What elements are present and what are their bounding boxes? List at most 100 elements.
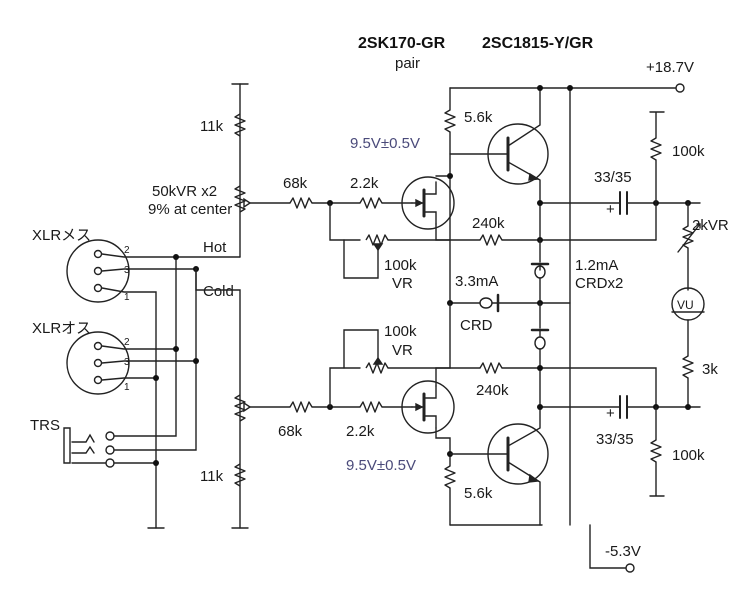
vr-50k-bottom-wiper xyxy=(243,401,252,413)
vr-100k-top-label1: 100k xyxy=(384,257,417,274)
resistor-100k-bottom xyxy=(650,439,662,463)
crd-label: CRD xyxy=(460,317,493,334)
r-2k2-top-label: 2.2k xyxy=(350,175,379,192)
bjt-bottom xyxy=(487,367,549,526)
resistor-2k2-top xyxy=(359,197,383,209)
resistor-2k2-bottom xyxy=(359,401,383,413)
vr-2k-label: 2kVR xyxy=(692,217,729,234)
resistor-68k-bottom xyxy=(289,401,313,413)
positive-rail-label: +18.7V xyxy=(646,59,694,76)
r-11k-top-label: 11k xyxy=(200,118,224,135)
r-100k-bottom-label: 100k xyxy=(672,447,705,464)
v-top-label: 9.5V±0.5V xyxy=(350,135,420,152)
r-11k-bottom-label: 11k xyxy=(200,468,224,485)
wire xyxy=(329,202,361,241)
positive-rail xyxy=(449,83,685,93)
r-5k6-bottom-label: 5.6k xyxy=(464,485,493,502)
vu-meter: VU xyxy=(671,287,705,321)
resistor-11k-top xyxy=(234,113,246,137)
junction xyxy=(173,254,179,260)
crd2-label: CRDx2 xyxy=(575,275,623,292)
xlr-m-pin1: 1 xyxy=(124,382,130,393)
fet-part-label: 2SK170-GR xyxy=(358,35,446,52)
bjt-part-label: 2SC1815-Y/GR xyxy=(482,35,594,52)
fet-bottom xyxy=(401,380,455,434)
resistor-3k xyxy=(682,355,694,379)
wire xyxy=(649,111,665,139)
cap-bottom-plus: + xyxy=(606,405,615,422)
r-3k-label: 3k xyxy=(702,361,718,378)
wire xyxy=(501,367,657,408)
resistor-5k6-top xyxy=(444,109,456,133)
xlr-female-connector xyxy=(66,239,241,529)
vr-100k-top-wiper xyxy=(372,243,384,252)
negative-rail-label: -5.3V xyxy=(605,543,641,560)
vr-50k-top xyxy=(234,185,246,213)
xlr-male-label: XLRオス xyxy=(32,320,91,337)
crd-bottom xyxy=(530,302,550,369)
vr-100k-top-link xyxy=(343,239,379,279)
capacitor-bottom xyxy=(619,395,628,419)
junction xyxy=(567,85,573,91)
junction xyxy=(537,365,543,371)
trs-jack xyxy=(63,256,197,468)
cold-divider-wire xyxy=(195,268,241,529)
vr-50k-label1: 50kVR x2 xyxy=(152,183,217,200)
vr-50k-top-wiper xyxy=(243,197,252,209)
cap-top-plus: + xyxy=(606,201,615,218)
r-240k-bottom-label: 240k xyxy=(476,382,509,399)
pair-note: pair xyxy=(395,55,420,72)
xlr-m-pin2: 2 xyxy=(124,337,130,348)
vr-100k-bottom-wiper xyxy=(372,356,384,365)
resistor-240k-bottom xyxy=(479,362,503,374)
xlr-f-pin2: 2 xyxy=(124,245,130,256)
resistor-5k6-bottom xyxy=(444,465,456,489)
hot-label: Hot xyxy=(203,239,227,256)
xlr-f-pin1: 1 xyxy=(124,292,130,303)
vr-50k-label2: 9% at center xyxy=(148,201,232,218)
r-2k2-bottom-label: 2.2k xyxy=(346,423,375,440)
crd-top xyxy=(530,262,550,301)
wire xyxy=(329,367,361,408)
wire xyxy=(449,239,481,304)
crd-single xyxy=(479,293,571,313)
r-240k-top-label: 240k xyxy=(472,215,505,232)
xlr-male-connector xyxy=(66,331,197,395)
vr-2k-arrow xyxy=(677,223,701,253)
junction xyxy=(447,173,453,179)
cold-label: Cold xyxy=(203,283,234,300)
bjt-top xyxy=(449,87,549,241)
crd2-current-label: 1.2mA xyxy=(575,257,618,274)
negative-rail xyxy=(449,524,635,573)
wire xyxy=(649,461,665,497)
resistor-100k-top xyxy=(650,137,662,161)
r-68k-top-label: 68k xyxy=(283,175,308,192)
svg-text:VU: VU xyxy=(677,298,694,312)
resistor-68k-top xyxy=(289,197,313,209)
vr-100k-bottom-label1: 100k xyxy=(384,323,417,340)
vr-100k-bottom-link xyxy=(343,329,379,369)
vr-100k-top-label2: VR xyxy=(392,275,413,292)
trs-label: TRS xyxy=(30,417,60,434)
xlr-female-label: XLRメス xyxy=(32,227,91,244)
capacitor-top xyxy=(619,191,628,215)
wire xyxy=(435,302,451,387)
cap-top-label: 33/35 xyxy=(594,169,632,186)
junction xyxy=(537,404,543,410)
wire xyxy=(435,427,451,467)
junction xyxy=(173,346,179,352)
crd-current-label: 3.3mA xyxy=(455,273,498,290)
cap-bottom-label: 33/35 xyxy=(596,431,634,448)
vr-100k-bottom-label2: VR xyxy=(392,342,413,359)
xlr-f-pin3: 3 xyxy=(124,265,130,276)
fet-top xyxy=(401,176,455,230)
junction xyxy=(685,404,691,410)
junction xyxy=(153,375,159,381)
resistor-240k-top xyxy=(479,234,503,246)
vr-50k-bottom xyxy=(234,394,246,422)
r-100k-top-label: 100k xyxy=(672,143,705,160)
v-bottom-label: 9.5V±0.5V xyxy=(346,457,416,474)
junction xyxy=(537,85,543,91)
resistor-11k-bottom xyxy=(234,463,246,487)
